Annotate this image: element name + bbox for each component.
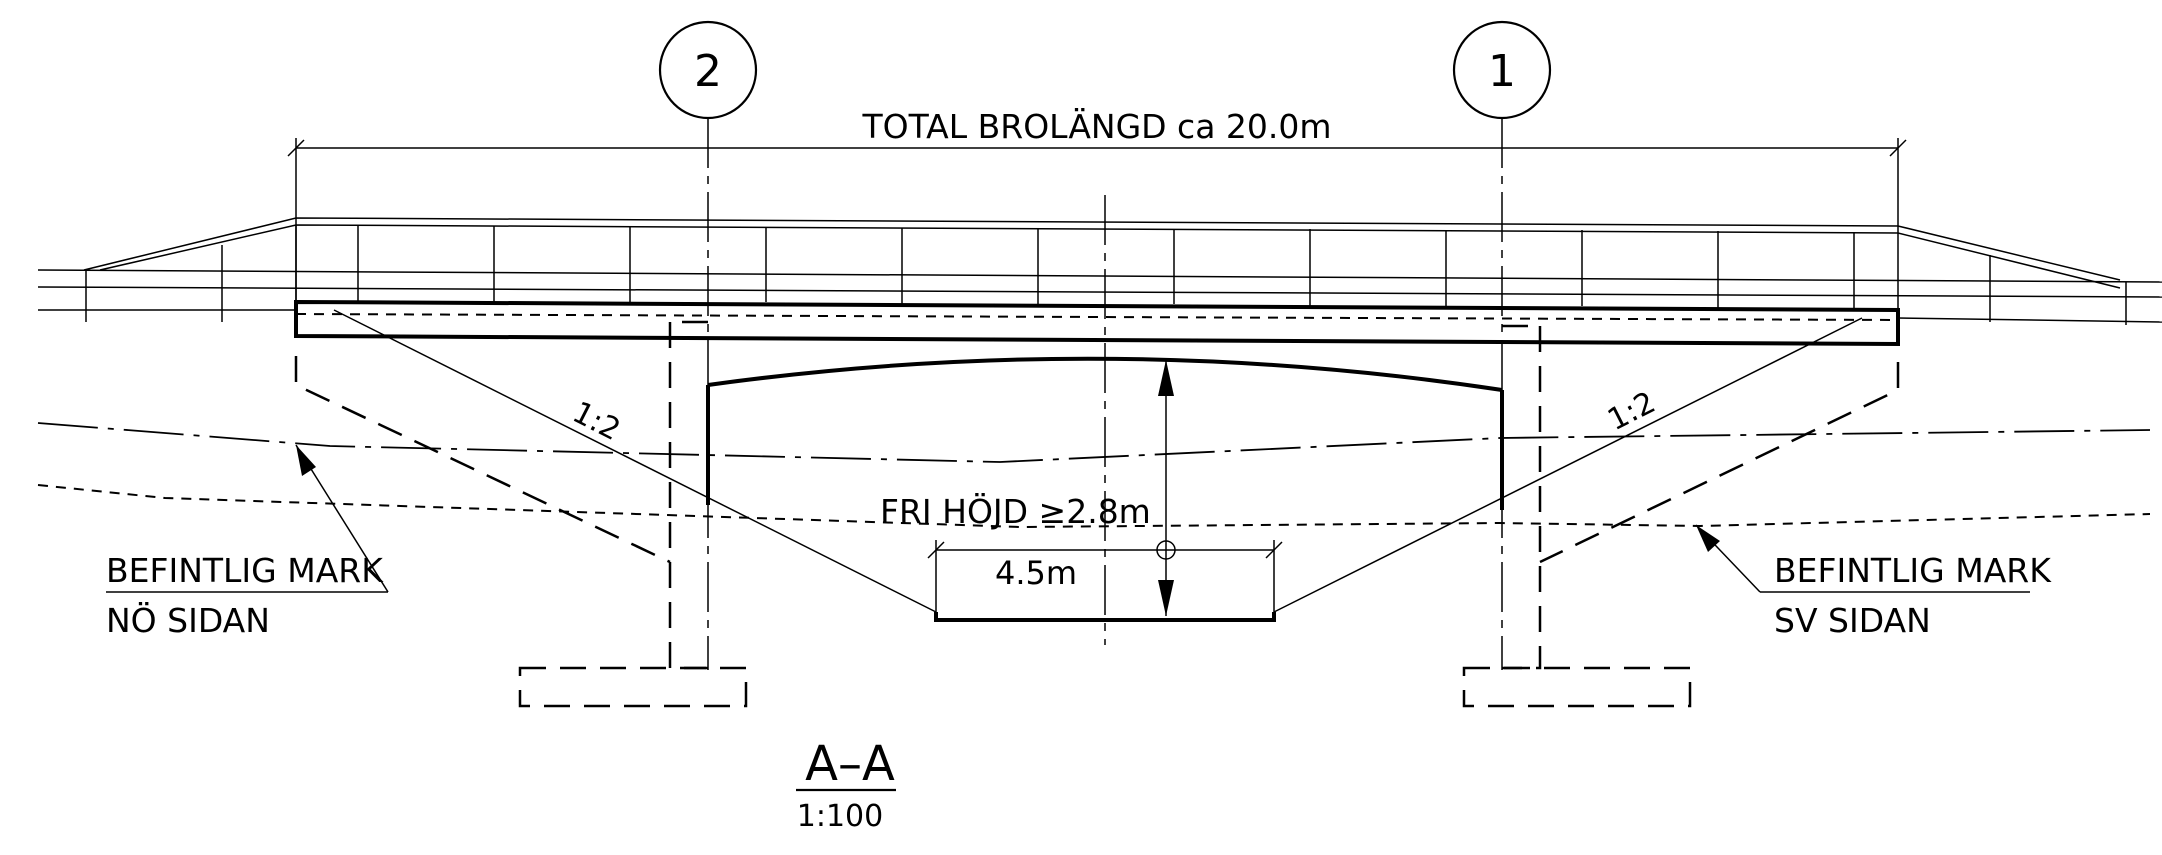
scale-label: 1:100 <box>797 799 883 834</box>
abutment-right <box>1462 324 1900 708</box>
bridge-deck <box>294 299 1900 347</box>
abutment-left <box>294 320 748 708</box>
ground-left-line1: BEFINTLIG MARK <box>106 551 384 590</box>
slope-right-label: 1:2 <box>1602 385 1661 438</box>
slope-left-label: 1:2 <box>567 395 626 448</box>
span-width-dimension: 4.5m <box>927 540 1283 612</box>
railing <box>83 217 2127 325</box>
slope-left: 1:2 <box>333 309 937 613</box>
ground-right-line2: SV SIDAN <box>1774 601 1931 640</box>
ground-left-line2: NÖ SIDAN <box>106 600 270 640</box>
section-title: A–A <box>805 736 895 792</box>
channel-bottom <box>934 612 1276 622</box>
clearance-label: FRI HÖJD ≥2.8m <box>880 491 1151 531</box>
road-surface <box>37 269 2162 323</box>
ground-label-left: BEFINTLIG MARK NÖ SIDAN <box>106 444 389 640</box>
total-length-label: TOTAL BROLÄNGD ca 20.0m <box>861 107 1331 146</box>
section-title-block: A–A 1:100 <box>796 736 896 834</box>
axis-marker-2: 2 <box>658 20 758 120</box>
ground-label-right: BEFINTLIG MARK SV SIDAN <box>1695 524 2052 640</box>
axis-label-2: 2 <box>694 46 722 97</box>
span-width-label: 4.5m <box>995 554 1077 592</box>
total-length-dimension: TOTAL BROLÄNGD ca 20.0m <box>287 107 1907 310</box>
axis-marker-1: 1 <box>1452 20 1552 120</box>
ground-right-line1: BEFINTLIG MARK <box>1774 551 2052 590</box>
axis-label-1: 1 <box>1488 46 1516 97</box>
existing-ground-ne <box>37 422 2151 463</box>
arch-structure <box>706 356 1504 510</box>
